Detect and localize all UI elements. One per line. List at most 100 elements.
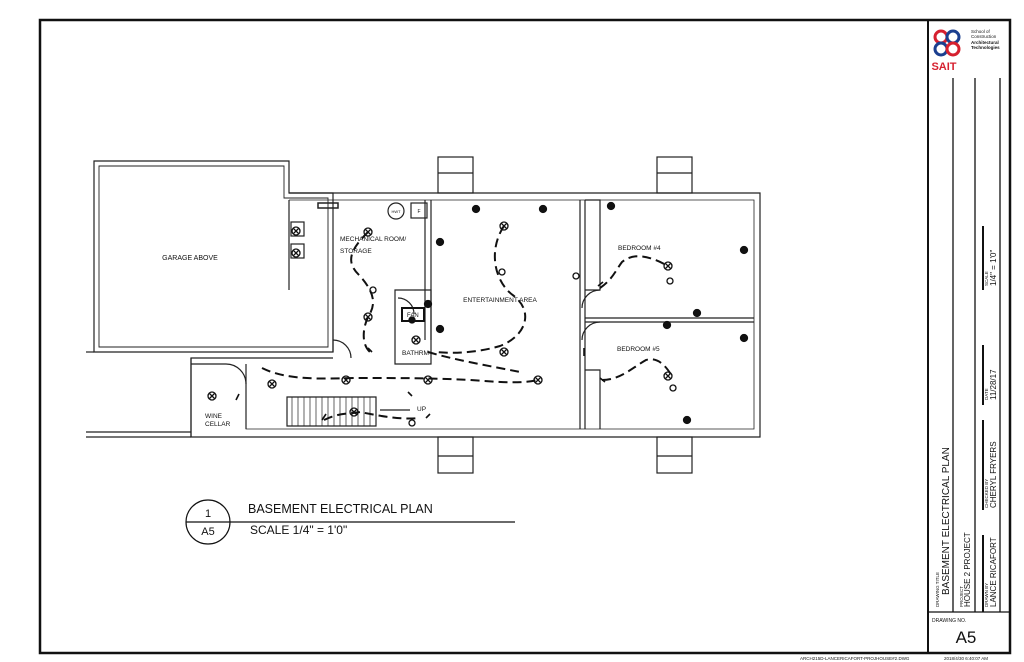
circuit-stair bbox=[323, 410, 421, 421]
tb-drawn-by-caption: DRAWN BY bbox=[984, 583, 989, 607]
receptacle-icon bbox=[408, 201, 749, 425]
tb-checked-by-caption: CHECKED BY bbox=[984, 479, 989, 508]
tb-date: 11/28/17 bbox=[989, 369, 998, 400]
fixtures bbox=[207, 201, 749, 427]
ceiling-light-icon bbox=[363, 312, 373, 322]
electrical-circuits bbox=[261, 225, 673, 421]
drawing-title-block: 1 A5 BASEMENT ELECTRICAL PLAN SCALE 1/4"… bbox=[185, 499, 515, 545]
tb-drawing-title-caption: DRAWING TITLE bbox=[935, 572, 940, 607]
mechanical-west-wall bbox=[288, 200, 334, 352]
ceiling-light-icon bbox=[291, 248, 301, 258]
ceiling-light-icon bbox=[663, 261, 673, 271]
school-line-3: Architectural bbox=[971, 40, 999, 45]
detail-number: 1 bbox=[205, 508, 211, 520]
ceiling-light-icon bbox=[349, 407, 359, 417]
window-well-bottom-1 bbox=[437, 436, 474, 474]
bedroom5-door-swing bbox=[581, 321, 601, 341]
circuit-bedroom5 bbox=[601, 358, 673, 381]
floor-plan bbox=[86, 156, 761, 474]
sait-logo: SAIT bbox=[931, 29, 961, 73]
tb-drawing-title: BASEMENT ELECTRICAL PLAN bbox=[941, 447, 952, 595]
label-entertainment: ENTERTAINMENT AREA bbox=[463, 297, 537, 304]
ceiling-light-icon bbox=[499, 347, 509, 357]
bedroom4-closet bbox=[585, 199, 601, 291]
window-well-top-2 bbox=[656, 156, 693, 194]
circuit-bath bbox=[427, 351, 521, 373]
hot-water-tank bbox=[387, 202, 405, 220]
label-bathroom: BATHRM bbox=[402, 350, 429, 357]
room-labels: GARAGE ABOVE MECHANICAL ROOM/ STORAGE EN… bbox=[162, 209, 661, 428]
mechanical-door-swing bbox=[332, 339, 352, 359]
tb-drawn-by: LANCE RICAFORT bbox=[989, 537, 998, 607]
mech-cabinet-2 bbox=[290, 243, 305, 259]
bedroom-partition-wall bbox=[579, 200, 586, 429]
label-wine-1: WINE bbox=[205, 413, 223, 420]
electrical-panel bbox=[317, 202, 339, 209]
basement-exterior-wall bbox=[190, 192, 761, 438]
label-stair-up: UP bbox=[417, 406, 426, 413]
school-line-4: Technologies bbox=[971, 45, 1000, 50]
window-well-top-1 bbox=[437, 156, 474, 194]
bath-door-swing bbox=[397, 297, 415, 315]
circuit-mechanical bbox=[350, 231, 375, 353]
bedroom-divider-wall bbox=[585, 317, 754, 323]
title-block: SAIT School of Construction Architectura… bbox=[928, 29, 1010, 647]
label-mechanical-1: MECHANICAL ROOM/ bbox=[340, 236, 406, 243]
sait-logo-text: SAIT bbox=[931, 61, 956, 73]
school-line-2: Construction bbox=[971, 34, 997, 39]
footer-file-path: ARCH215D-LANCERICAFORT-PROJHOUSE#2.DWG bbox=[800, 656, 910, 661]
mech-cabinet-1 bbox=[290, 221, 305, 237]
circuit-entertainment-ceiling bbox=[435, 225, 527, 354]
label-bedroom4: BEDROOM #4 bbox=[618, 245, 661, 252]
tb-project: HOUSE 2 PROJECT bbox=[963, 532, 972, 607]
mechanical-bath-partition bbox=[394, 289, 432, 365]
basement-inner-wall bbox=[245, 199, 755, 430]
label-fan: FAN bbox=[407, 313, 419, 319]
label-furnace: F bbox=[417, 209, 420, 215]
detail-title: BASEMENT ELECTRICAL PLAN bbox=[248, 502, 433, 516]
switch-icon bbox=[235, 281, 606, 421]
detail-scale: SCALE 1/4" = 1'0" bbox=[250, 523, 347, 537]
bedroom5-closet bbox=[585, 369, 601, 429]
tb-checked-by: CHERYL FRYERS bbox=[989, 441, 998, 508]
wine-cellar-wall bbox=[190, 358, 247, 437]
tb-project-caption: PROJECT bbox=[959, 586, 964, 607]
smoke-detector-icon bbox=[369, 268, 677, 427]
ceiling-light-icon bbox=[663, 371, 673, 381]
tb-scale: 1/4" = 1'0" bbox=[989, 249, 998, 286]
stair-stringer bbox=[286, 396, 377, 427]
label-hwt: HWT bbox=[391, 209, 401, 214]
wine-cellar-door-swing bbox=[225, 363, 247, 385]
tb-drawing-no: A5 bbox=[956, 628, 977, 647]
window-well-bottom-2 bbox=[656, 436, 693, 474]
tb-drawing-no-caption: DRAWING NO. bbox=[932, 618, 966, 624]
circuit-hall bbox=[261, 367, 539, 384]
tb-date-caption: DATE bbox=[984, 388, 989, 400]
ceiling-light-icon bbox=[363, 227, 373, 237]
circuit-bedroom4 bbox=[599, 255, 669, 289]
furnace bbox=[410, 202, 428, 219]
ceiling-light-icon bbox=[267, 379, 277, 389]
sheet-border bbox=[38, 18, 1012, 655]
ceiling-light-icon bbox=[423, 375, 433, 385]
ceiling-light-icon bbox=[207, 391, 217, 401]
ceiling-light-icon bbox=[341, 375, 351, 385]
ceiling-light-icon bbox=[499, 221, 509, 231]
ceiling-light-icon bbox=[533, 375, 543, 385]
footer-timestamp: 2018/4/30 6:40:07 AM bbox=[944, 656, 988, 661]
label-bedroom5: BEDROOM #5 bbox=[617, 346, 660, 353]
label-wine-2: CELLAR bbox=[205, 421, 231, 428]
tb-scale-caption: SCALE bbox=[984, 271, 989, 286]
mechanical-room-wall bbox=[424, 200, 432, 340]
bath-fan-icon bbox=[401, 307, 425, 322]
detail-sheet: A5 bbox=[201, 526, 214, 538]
stair-treads bbox=[291, 397, 371, 426]
label-garage: GARAGE ABOVE bbox=[162, 255, 218, 262]
ceiling-light-icon bbox=[291, 226, 301, 236]
school-line-1: School of bbox=[971, 29, 991, 34]
garage-inner-outline bbox=[98, 165, 329, 348]
label-mechanical-2: STORAGE bbox=[340, 248, 372, 255]
ceiling-light-icon bbox=[411, 335, 421, 345]
bedroom4-door-swing bbox=[581, 289, 601, 309]
